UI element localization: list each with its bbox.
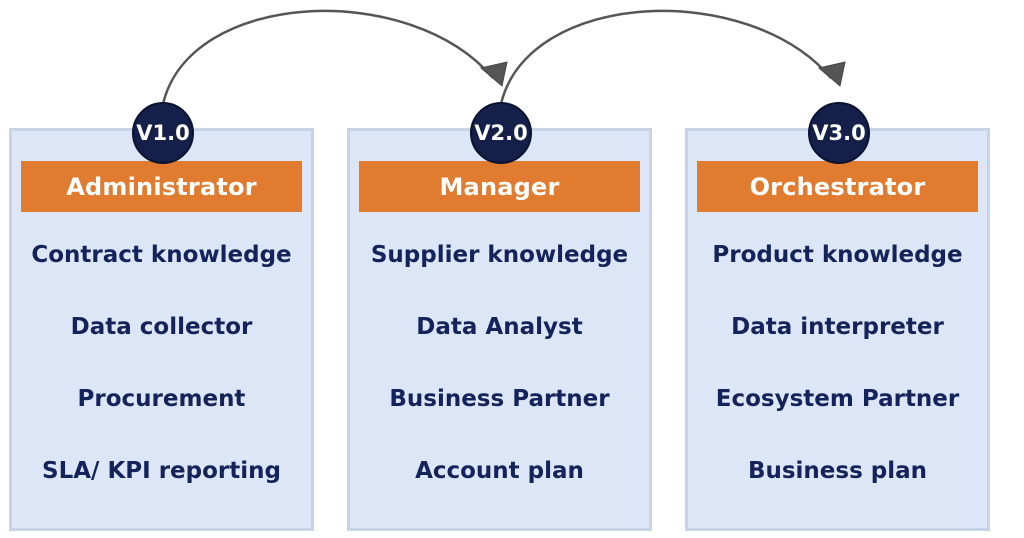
- stage-card-v3: Orchestrator Product knowledge Data inte…: [685, 128, 990, 531]
- arrow-v1-to-v2: [161, 9, 494, 105]
- stage-item: Supplier knowledge: [370, 242, 629, 268]
- stage-items: Product knowledge Data interpreter Ecosy…: [688, 230, 987, 518]
- stage-item: Data Analyst: [416, 314, 583, 340]
- role-title: Orchestrator: [697, 161, 978, 212]
- stage-item: Ecosystem Partner: [715, 386, 960, 412]
- stage-items: Contract knowledge Data collector Procur…: [12, 230, 311, 518]
- role-title: Manager: [359, 161, 640, 212]
- stage-item: SLA/ KPI reporting: [42, 458, 281, 484]
- stage-card-v2: Manager Supplier knowledge Data Analyst …: [347, 128, 652, 531]
- stage-item: Data interpreter: [731, 314, 944, 340]
- version-badge-v3: V3.0: [808, 102, 870, 164]
- arrow-v2-to-v3-head: [817, 61, 846, 87]
- stage-item: Product knowledge: [712, 242, 963, 268]
- version-badge-v1: V1.0: [132, 102, 194, 164]
- stage-item: Account plan: [415, 458, 584, 484]
- stage-card-v1: Administrator Contract knowledge Data co…: [9, 128, 314, 531]
- arrow-v1-to-v2-head: [479, 61, 508, 87]
- role-title: Administrator: [21, 161, 302, 212]
- stage-item: Business Partner: [389, 386, 610, 412]
- stage-items: Supplier knowledge Data Analyst Business…: [350, 230, 649, 518]
- version-badge-v2: V2.0: [470, 102, 532, 164]
- stage-item: Data collector: [70, 314, 253, 340]
- arrow-v2-to-v3: [499, 9, 832, 105]
- stage-item: Contract knowledge: [31, 242, 292, 268]
- stage-item: Business plan: [747, 458, 928, 484]
- stage-item: Procurement: [77, 386, 246, 412]
